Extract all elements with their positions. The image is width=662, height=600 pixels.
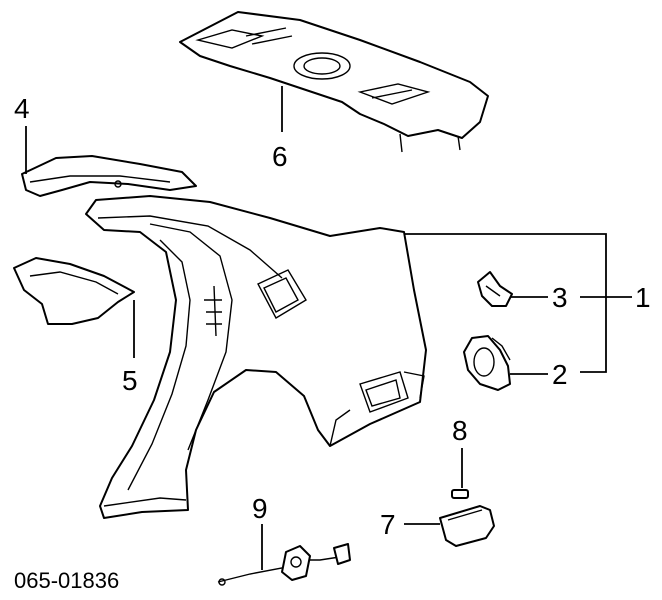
part-1-quarter-panel <box>85 195 427 519</box>
callout-3: 3 <box>552 282 568 313</box>
callout-9: 9 <box>252 493 268 524</box>
part-6-package-tray <box>179 11 489 153</box>
callout-7: 7 <box>380 509 396 540</box>
part-9-opener-cable <box>217 543 351 586</box>
callout-8: 8 <box>452 415 468 446</box>
callout-5: 5 <box>122 365 138 396</box>
callout-2: 2 <box>552 359 568 390</box>
leader-lines <box>25 86 632 570</box>
callout-1: 1 <box>635 282 651 313</box>
part-5-wheelhouse-panel <box>13 257 135 325</box>
part-7-fuel-filler-door <box>439 505 495 547</box>
part-8-clip <box>451 489 469 499</box>
callout-6: 6 <box>272 141 288 172</box>
part-4-pillar-extension <box>21 155 197 197</box>
callout-4: 4 <box>14 93 30 124</box>
part-3-bracket <box>477 271 513 307</box>
part-2-fuel-filler-housing <box>463 335 511 391</box>
diagram-part-number: 065-01836 <box>14 568 119 593</box>
